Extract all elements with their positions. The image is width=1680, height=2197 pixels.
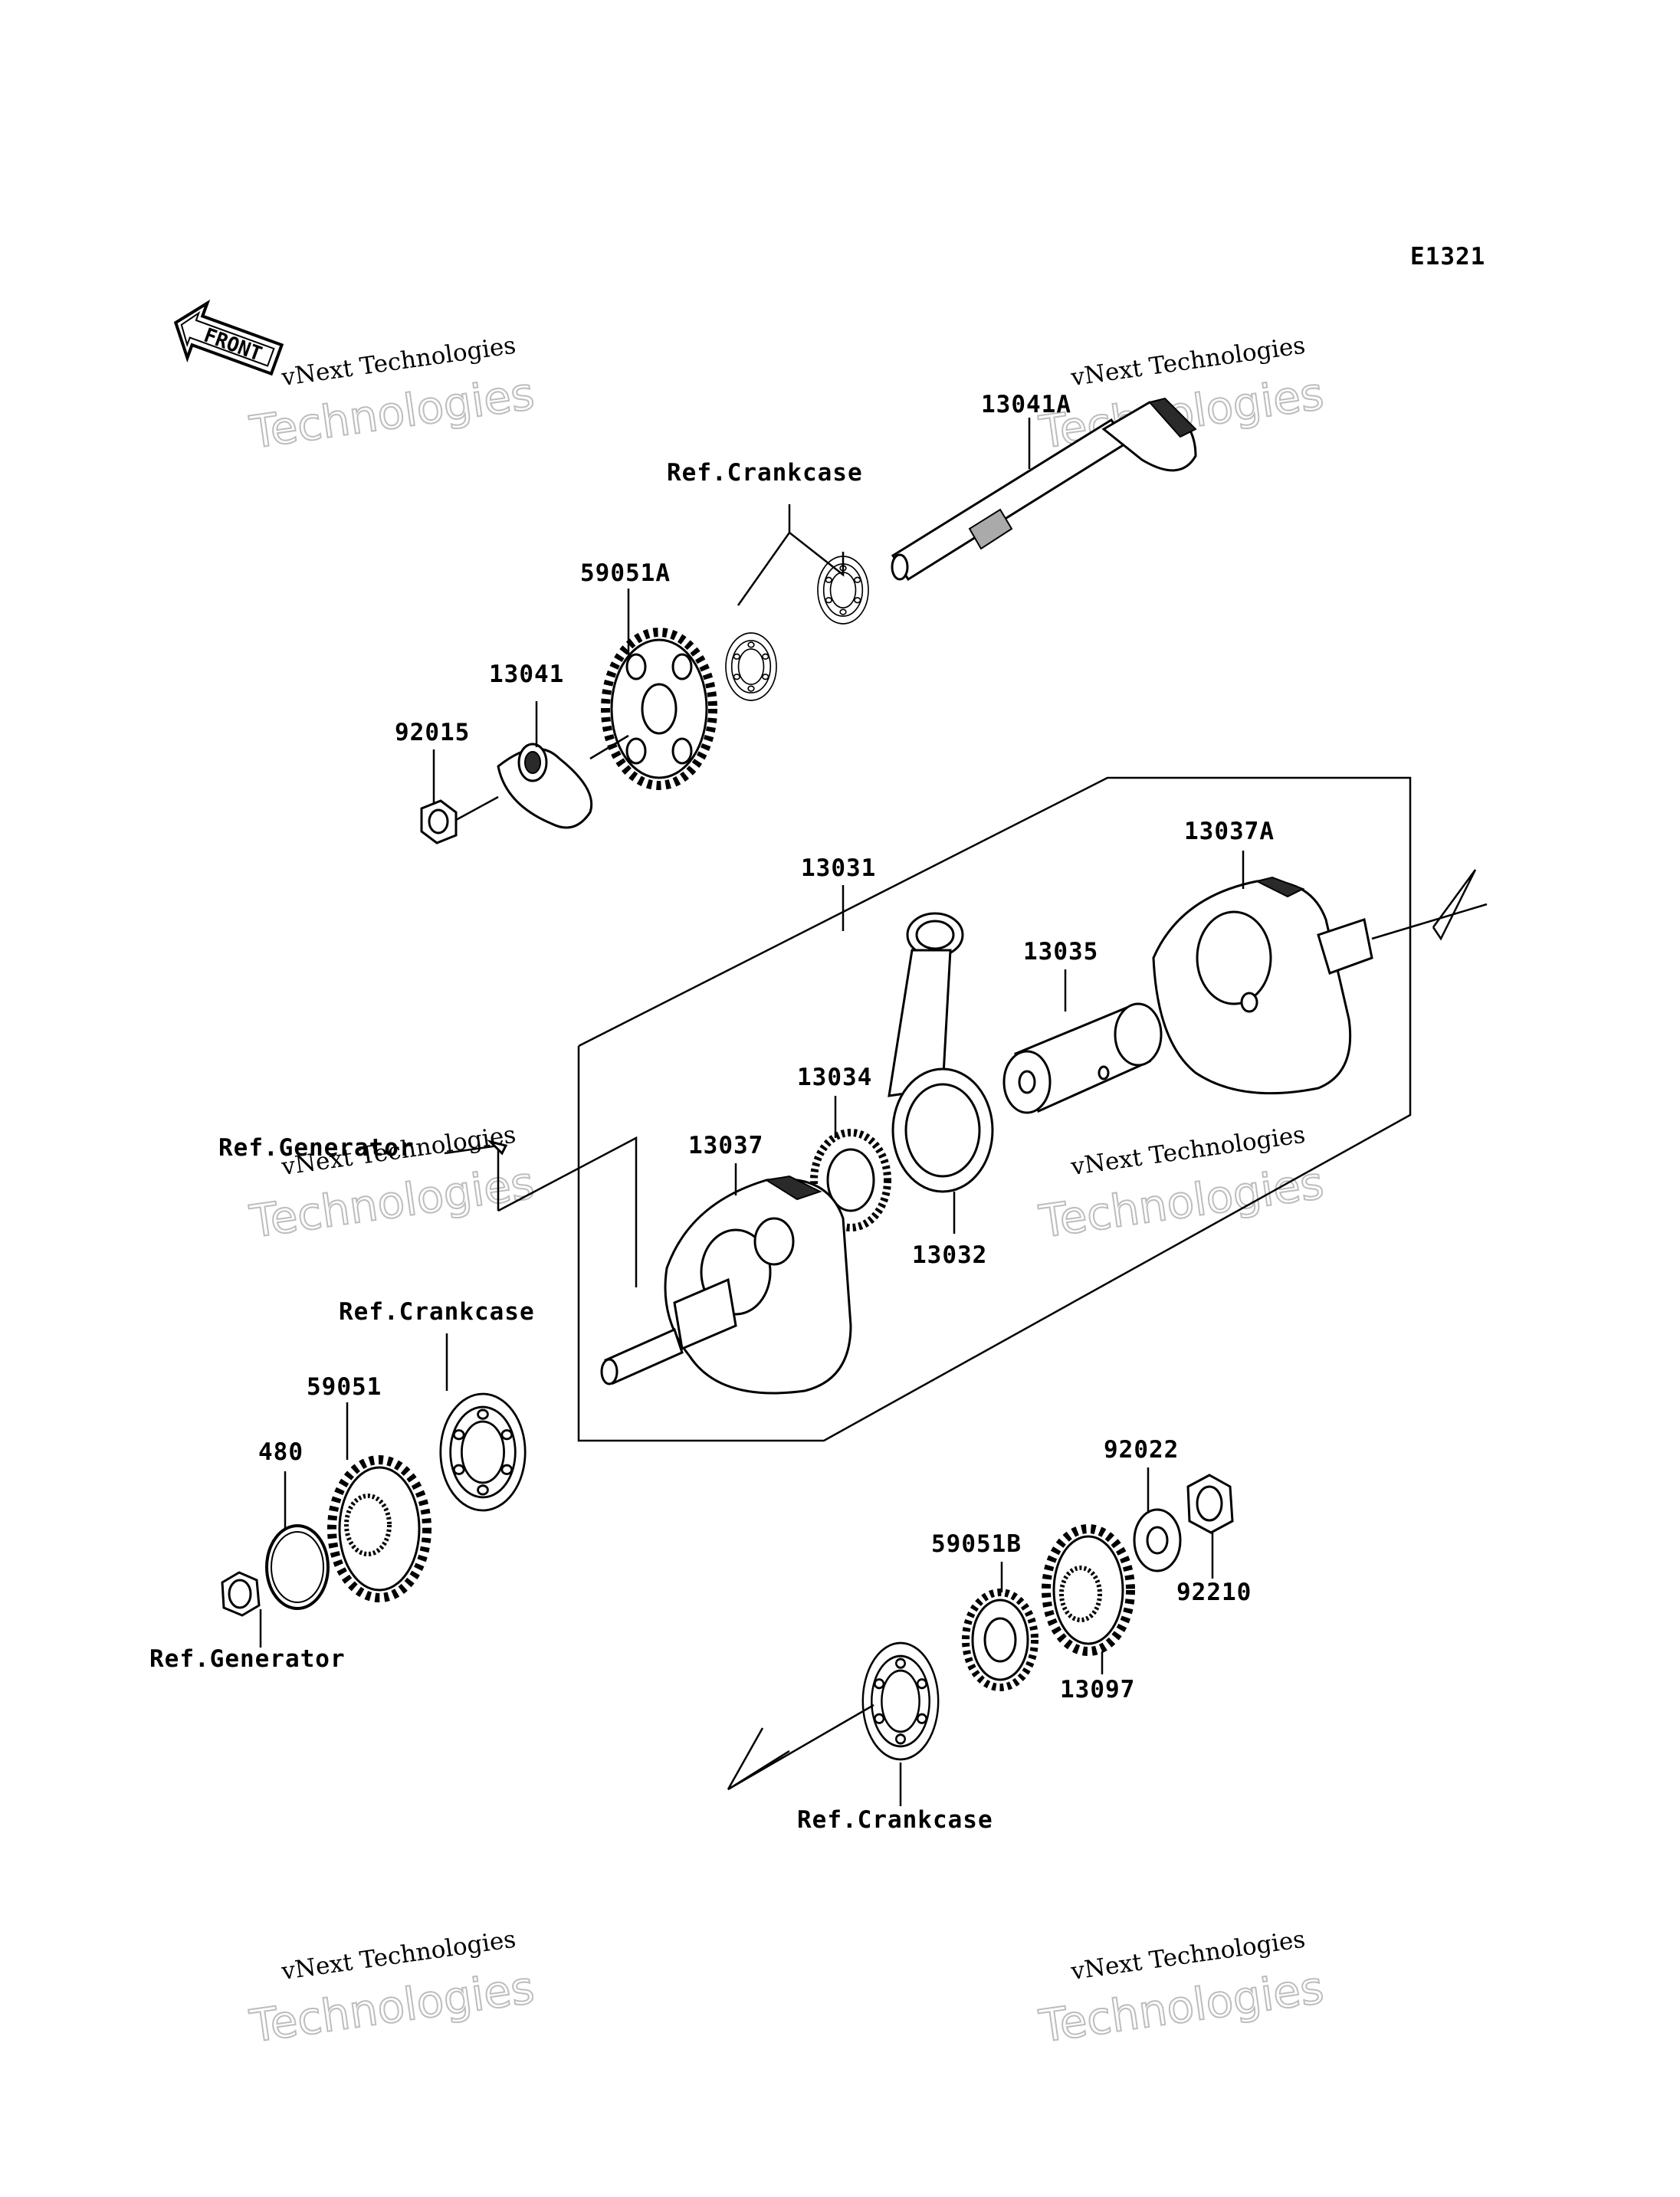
watermark: Technologies vNext Technologies	[1035, 1121, 1327, 1249]
circlip-480	[265, 1524, 330, 1610]
label-13041A: 13041A	[981, 391, 1071, 418]
label-ref-crankcase-mid: Ref.Crankcase	[339, 1298, 535, 1326]
label-92015: 92015	[395, 719, 470, 746]
label-13031: 13031	[801, 854, 876, 882]
gear-59051A	[601, 628, 717, 790]
balancer-weight-13041	[497, 743, 593, 829]
label-ref-crankcase-bottom: Ref.Crankcase	[797, 1806, 993, 1834]
label-59051: 59051	[307, 1373, 382, 1401]
group-bracket-13031	[577, 776, 1412, 1442]
leader-lines	[259, 418, 1245, 1806]
nut-92210	[1186, 1474, 1234, 1534]
label-13041: 13041	[489, 661, 564, 688]
gear-13097	[1042, 1524, 1135, 1656]
assembly-line	[455, 795, 499, 821]
assembly-line	[444, 1144, 499, 1155]
bearing-ref-crankcase-bottom	[861, 1641, 940, 1761]
watermark: Technologies vNext Technologies	[246, 332, 538, 460]
assembly-arrow	[727, 1727, 790, 1791]
crankshaft-half-13037	[600, 1175, 852, 1395]
label-ref-generator-bottom: Ref.Generator	[149, 1645, 346, 1673]
gear-59051	[327, 1455, 431, 1602]
label-13035: 13035	[1023, 938, 1098, 966]
label-92210: 92210	[1176, 1579, 1252, 1606]
watermark: Technologies vNext Technologies	[246, 1926, 538, 2054]
diagram-id: E1321	[1410, 243, 1485, 271]
washer-92022	[1133, 1508, 1182, 1572]
label-480: 480	[258, 1438, 304, 1466]
watermark: Technologies vNext Technologies	[1035, 1926, 1327, 2054]
assembly-arrow	[1432, 869, 1477, 941]
group-bracket-inner	[497, 1136, 638, 1287]
label-13097: 13097	[1060, 1676, 1135, 1703]
bearing-ref-crankcase-mid	[439, 1392, 527, 1512]
crankshaft-half-13037A	[1152, 876, 1488, 1095]
crank-pin-13035	[1002, 1002, 1163, 1114]
nut-92015	[420, 799, 458, 844]
label-13032: 13032	[912, 1241, 987, 1269]
gear-59051B	[962, 1589, 1039, 1691]
label-92022: 92022	[1104, 1436, 1179, 1464]
label-59051B: 59051B	[931, 1530, 1022, 1558]
label-59051A: 59051A	[580, 559, 671, 587]
label-13034: 13034	[797, 1064, 872, 1091]
label-13037: 13037	[688, 1132, 763, 1159]
label-ref-crankcase-top: Ref.Crankcase	[667, 459, 863, 487]
connecting-rod-13032	[888, 912, 994, 1193]
key-icon	[487, 1139, 508, 1156]
balancer-shaft-13041A	[891, 397, 1197, 582]
nut-ref-generator	[221, 1571, 261, 1617]
label-13037A: 13037A	[1184, 818, 1275, 845]
front-arrow-icon: FRONT	[173, 299, 284, 376]
label-ref-generator-mid: Ref.Generator	[218, 1134, 415, 1162]
assembly-line	[589, 734, 629, 760]
bearing-ref-crankcase-top-left	[725, 632, 777, 701]
